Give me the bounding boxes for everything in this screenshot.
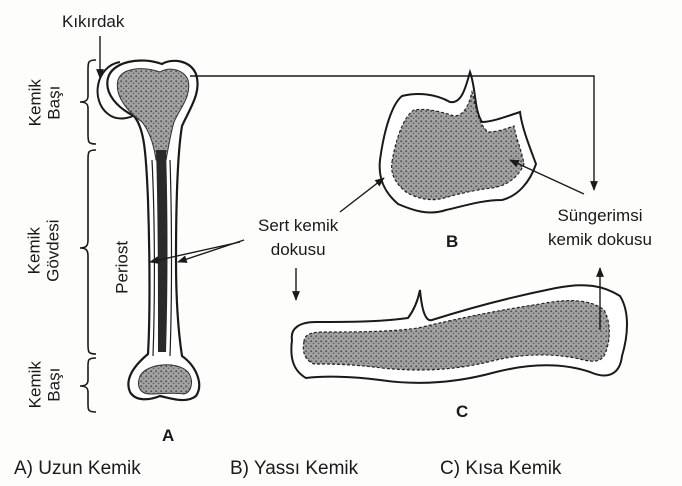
letter-a: A — [162, 426, 174, 446]
spongy-head-bottom — [138, 365, 191, 394]
arrow-sert-to-long — [178, 240, 244, 262]
caption-yassi-kemik: B) Yassı Kemik — [230, 458, 358, 480]
label-sert-kemik-line1: Sert kemik — [258, 216, 338, 236]
arrow-sert-to-b — [340, 178, 384, 212]
brackets — [80, 60, 96, 412]
label-kemik-basi-bottom: Kemik Başı — [26, 350, 63, 420]
caption-kisa-kemik: C) Kısa Kemik — [440, 458, 561, 480]
short-bone-c — [291, 285, 627, 383]
label-kemik-govdesi-line2: Gövdesi — [44, 201, 63, 301]
bracket-kemik-govdesi — [80, 150, 96, 354]
label-kemik-basi-bottom-line2: Başı — [45, 350, 64, 420]
letter-b: B — [446, 232, 458, 252]
label-periost: Periost — [114, 230, 133, 304]
caption-uzun-kemik: A) Uzun Kemik — [14, 458, 141, 480]
label-kikirdak: Kıkırdak — [62, 12, 124, 32]
label-sungerimsi: Süngerimsi kemik dokusu — [548, 206, 652, 249]
label-kemik-govdesi-line1: Kemik — [25, 201, 44, 301]
bracket-kemik-basi-bottom — [80, 358, 96, 412]
label-sert-kemik-line2: dokusu — [258, 240, 338, 260]
label-kemik-basi-top-line2: Başı — [45, 68, 64, 138]
label-kemik-basi-top-line1: Kemik — [26, 68, 45, 138]
label-sert-kemik: Sert kemik dokusu — [258, 216, 338, 259]
letter-c: C — [456, 402, 468, 422]
flat-bone-b — [380, 72, 536, 212]
label-sungerimsi-line2: kemik dokusu — [548, 230, 652, 250]
label-kemik-govdesi: Kemik Gövdesi — [25, 201, 62, 301]
label-sungerimsi-line1: Süngerimsi — [548, 206, 652, 226]
label-periost-text: Periost — [114, 230, 133, 304]
bracket-kemik-basi-top — [80, 60, 96, 144]
label-kemik-basi-top: Kemik Başı — [26, 68, 63, 138]
label-kemik-basi-bottom-line1: Kemik — [26, 350, 45, 420]
